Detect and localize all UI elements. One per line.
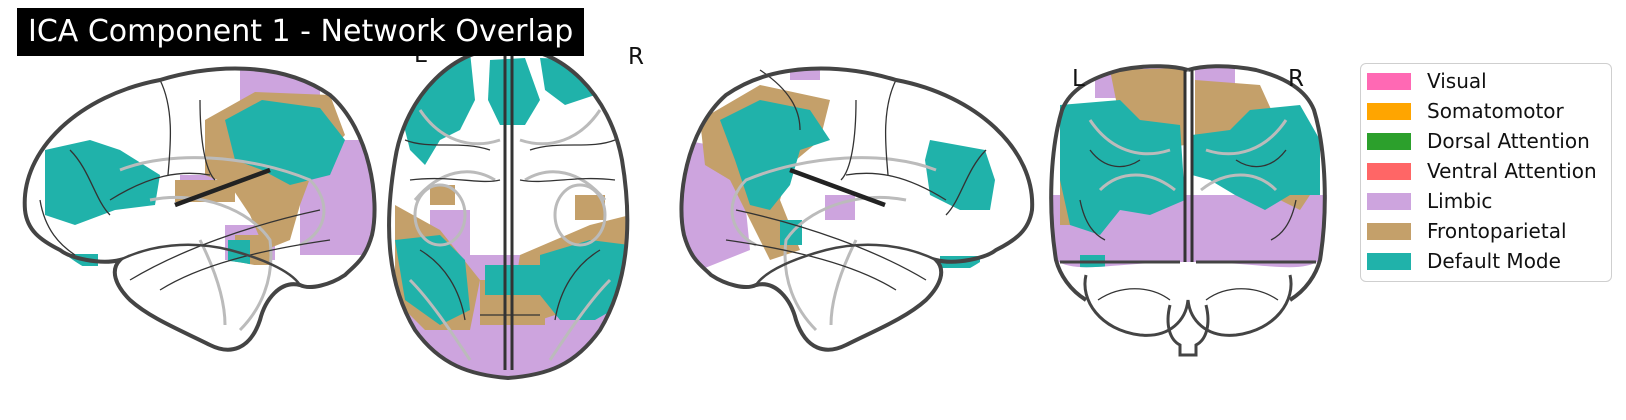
legend-item-limbic: Limbic (1367, 186, 1492, 216)
axial-right-label: R (628, 44, 644, 70)
coronal-outline (1049, 64, 1327, 302)
figure-title: ICA Component 1 - Network Overlap (17, 8, 585, 56)
legend-swatch (1367, 72, 1411, 90)
legend-swatch (1367, 252, 1411, 270)
legend-swatch (1367, 102, 1411, 120)
legend-swatch (1367, 162, 1411, 180)
network-legend: Visual Somatomotor Dorsal Attention Vent… (1360, 63, 1612, 282)
legend-label: Default Mode (1427, 249, 1561, 273)
coronal-sulci (1079, 149, 1297, 241)
legend-label: Frontoparietal (1427, 219, 1567, 243)
sagittal-sulci (39, 79, 331, 291)
legend-swatch (1367, 132, 1411, 150)
sagittal-right-outline (679, 66, 1035, 352)
legend-item-visual: Visual (1367, 66, 1487, 96)
axial-inner-contours (408, 109, 612, 361)
default-mode-blobs (395, 52, 628, 325)
coronal-left-label: L (1072, 66, 1085, 92)
legend-item-somatomotor: Somatomotor (1367, 96, 1564, 126)
coronal-view (1049, 64, 1327, 357)
legend-item-frontoparietal: Frontoparietal (1367, 216, 1567, 246)
sagittal-right-sulci (725, 69, 987, 291)
legend-item-dorsal-attention: Dorsal Attention (1367, 126, 1590, 156)
legend-item-default-mode: Default Mode (1367, 246, 1561, 276)
sagittal-left-view (22, 66, 377, 352)
legend-label: Visual (1427, 69, 1487, 93)
legend-swatch (1367, 222, 1411, 240)
legend-label: Limbic (1427, 189, 1493, 213)
axial-view (387, 45, 630, 381)
coronal-inner-contours (1088, 119, 1288, 192)
glass-brain-views (22, 45, 1327, 381)
sagittal-right-view (679, 66, 1035, 352)
default-mode-blobs (720, 100, 995, 268)
legend-label: Dorsal Attention (1427, 129, 1590, 153)
legend-label: Somatomotor (1427, 99, 1564, 123)
legend-label: Ventral Attention (1427, 159, 1597, 183)
coronal-right-label: R (1288, 66, 1304, 92)
default-mode-blobs (1060, 100, 1320, 268)
legend-item-ventral-attention: Ventral Attention (1367, 156, 1597, 186)
legend-swatch (1367, 192, 1411, 210)
axial-sulci (404, 139, 616, 321)
axial-outline (387, 45, 630, 381)
sagittal-left-outline (22, 66, 377, 352)
